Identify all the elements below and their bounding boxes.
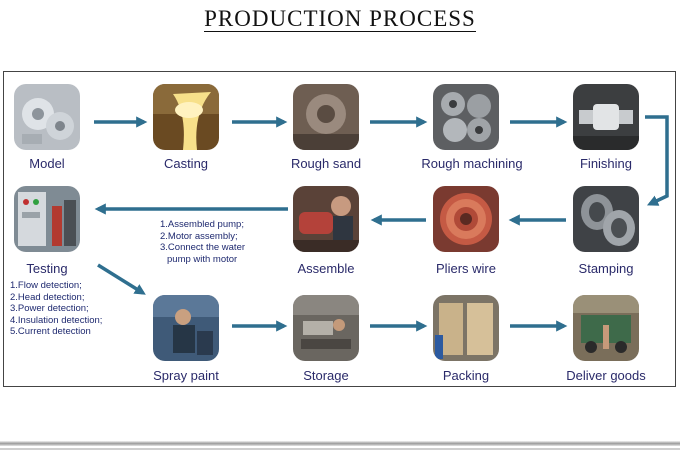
step-label-model: Model — [29, 156, 65, 171]
rough-machining-photo — [433, 84, 499, 150]
step-label-rough-machining: Rough machining — [421, 156, 523, 171]
footer-divider-shadow — [0, 448, 680, 450]
step-label-spray-paint: Spray paint — [153, 368, 219, 383]
assemble-note-3: 3.Connect the water — [160, 242, 246, 253]
assemble-notes: 1.Assembled pump; 2.Motor assembly; 3.Co… — [160, 219, 245, 265]
packing-photo — [433, 295, 499, 361]
assemble-note-4: pump with motor — [167, 253, 238, 265]
storage-photo — [293, 295, 359, 361]
step-label-packing: Packing — [442, 368, 490, 383]
assemble-photo — [293, 186, 359, 252]
testing-note-3: 3.Power detection; — [10, 303, 89, 314]
model-photo — [14, 84, 80, 150]
footer-divider — [0, 441, 680, 446]
testing-note-4: 4.Insulation detection; — [10, 314, 103, 326]
stamping-photo — [573, 186, 639, 252]
assemble-note-1: 1.Assembled pump; — [160, 219, 244, 230]
step-label-pliers-wire: Pliers wire — [436, 261, 496, 276]
rough-sand-photo — [293, 84, 359, 150]
assemble-note-2: 2.Motor assembly; — [160, 230, 238, 242]
pliers-wire-photo — [433, 186, 499, 252]
finishing-photo — [573, 84, 639, 150]
step-label-testing: Testing — [26, 261, 68, 276]
testing-notes: 1.Flow detection; 2.Head detection; 3.Po… — [10, 280, 102, 338]
step-label-storage: Storage — [303, 368, 349, 383]
arrow-testing-spraypaint — [97, 263, 146, 295]
page-title: PRODUCTION PROCESS — [204, 6, 476, 32]
step-label-stamping: Stamping — [578, 261, 634, 276]
testing-note-1: 1.Flow detection; — [10, 280, 82, 291]
testing-note-5: 5.Current detection — [10, 326, 91, 337]
step-label-deliver-goods: Deliver goods — [566, 368, 646, 383]
testing-photo — [14, 186, 80, 252]
step-label-casting: Casting — [163, 156, 209, 171]
step-label-assemble: Assemble — [297, 261, 355, 276]
deliver-goods-photo — [573, 295, 639, 361]
arrow-finishing-stamping — [645, 115, 669, 206]
spray-paint-photo — [153, 295, 219, 361]
casting-photo — [153, 84, 219, 150]
step-label-rough-sand: Rough sand — [290, 156, 362, 171]
testing-note-2: 2.Head detection; — [10, 291, 85, 303]
step-label-finishing: Finishing — [579, 156, 633, 171]
